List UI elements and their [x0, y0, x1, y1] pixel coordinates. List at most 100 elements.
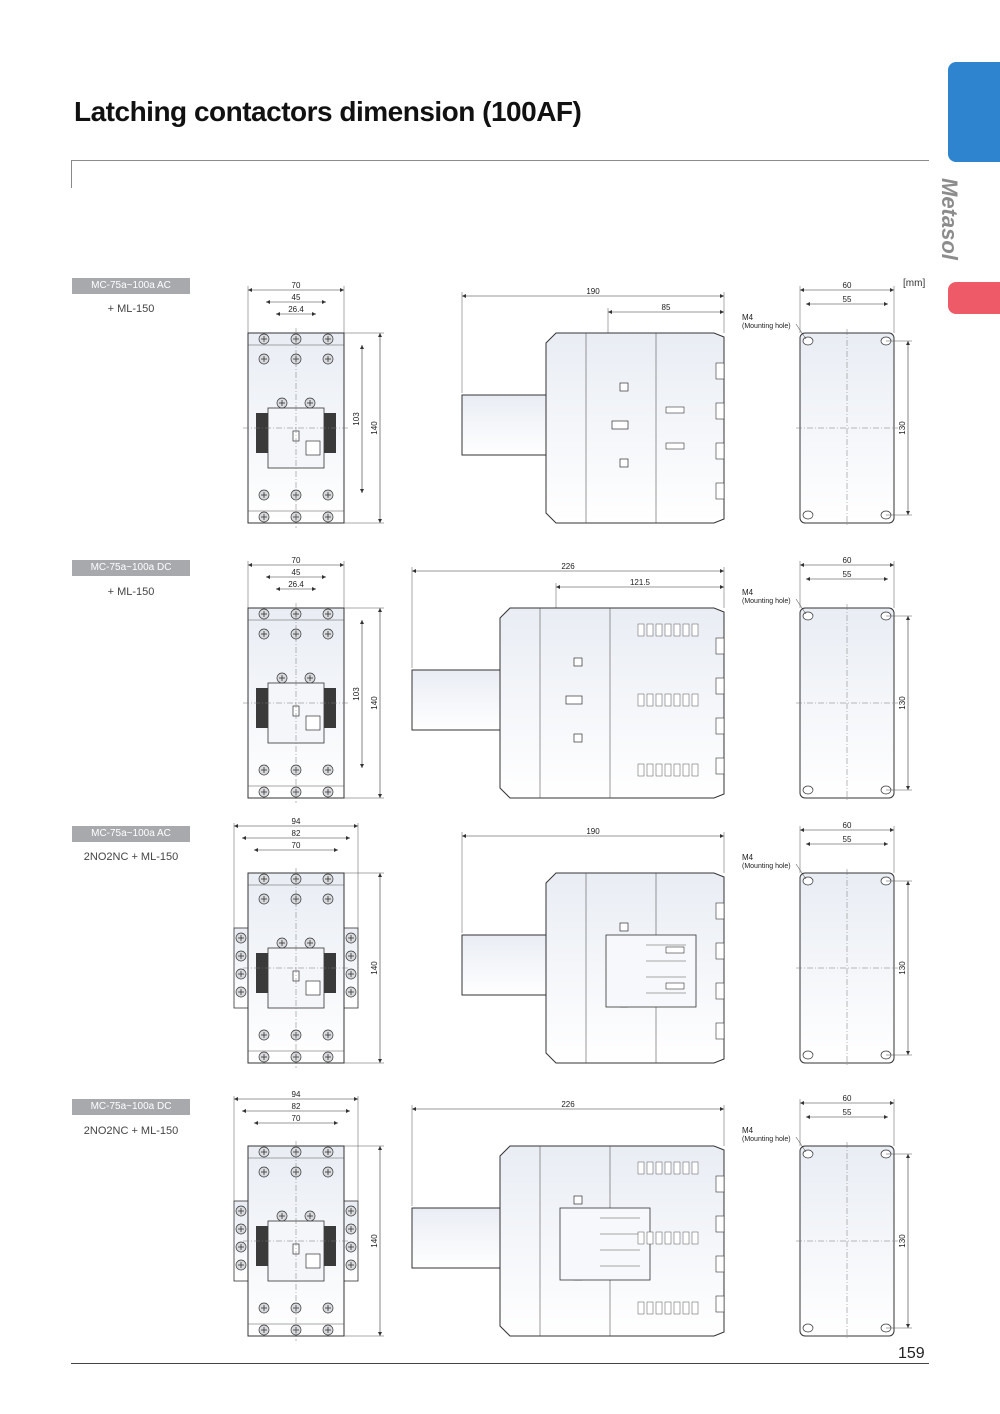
vent-0-4 — [673, 623, 681, 637]
side-view: 190 — [461, 827, 725, 1064]
front-height-outer-label: 140 — [370, 421, 379, 435]
side-length-arrow-left — [462, 834, 466, 838]
latch-handle — [411, 669, 505, 731]
vent-1-1 — [646, 1231, 654, 1245]
vent-0-4 — [673, 1161, 681, 1175]
mount-hole-note: (Mounting hole) — [742, 1136, 791, 1143]
model-subtitle-1: + ML-150 — [107, 303, 155, 315]
side-slot-1 — [665, 406, 685, 414]
front-width-outer-arrow-right — [354, 1097, 358, 1101]
side-notch-3 — [715, 1295, 725, 1313]
mount-hole-spacing-arrow-left — [806, 842, 810, 846]
side-notch-3 — [715, 757, 725, 775]
mount-hole-label: M4 — [742, 1126, 754, 1135]
side-notch-0 — [715, 1175, 725, 1193]
side-length-label: 226 — [561, 562, 575, 571]
side-slot-2 — [665, 982, 685, 990]
front-width-outer-label: 70 — [292, 556, 301, 565]
mount-height-label: 130 — [898, 1234, 907, 1248]
mount-hole-label: M4 — [742, 853, 754, 862]
front-width-outer-arrow-right — [340, 563, 344, 567]
vent-2-6 — [691, 1301, 699, 1315]
mount-height-arrow-bottom — [906, 511, 910, 515]
front-width-inner-arrow-right — [312, 312, 316, 316]
front-width-mid-arrow-right — [346, 836, 350, 840]
side-length-arrow-right — [720, 1107, 724, 1111]
front-width-inner-label: 70 — [292, 841, 301, 850]
front-height-outer-arrow-top — [378, 333, 382, 337]
coil-right — [324, 1226, 336, 1266]
side-window-3 — [573, 733, 583, 743]
front-width-inner-arrow-right — [334, 848, 338, 852]
model-badge-4: MC-75a~100a DC — [72, 1099, 190, 1115]
mount-width-label: 60 — [843, 281, 852, 290]
mount-height-arrow-bottom — [906, 786, 910, 790]
section-tab-blue[interactable] — [948, 62, 1000, 162]
front-width-inner-arrow-right — [312, 587, 316, 591]
side-window-1 — [619, 922, 629, 932]
front-height-outer-label: 140 — [370, 1234, 379, 1248]
vent-1-6 — [691, 1231, 699, 1245]
vent-2-5 — [682, 763, 690, 777]
latch-button — [305, 980, 321, 996]
vent-0-6 — [691, 1161, 699, 1175]
model-subtitle-3: 2NO2NC + ML-150 — [83, 851, 179, 863]
mounting-hole-2 — [802, 1050, 814, 1060]
front-width-inner-arrow-right — [334, 1121, 338, 1125]
front-height-inner-arrow-bottom — [360, 764, 364, 768]
side-length-arrow-right — [720, 834, 724, 838]
mounting-hole-0 — [802, 1149, 814, 1159]
front-height-outer-arrow-bottom — [378, 1059, 382, 1063]
vent-0-0 — [637, 1161, 645, 1175]
side-partial-arrow-right — [720, 585, 724, 589]
front-height-outer-arrow-bottom — [378, 1332, 382, 1336]
front-width-outer-label: 94 — [292, 1091, 301, 1099]
mount-height-arrow-bottom — [906, 1324, 910, 1328]
vent-0-1 — [646, 1161, 654, 1175]
side-slot-2 — [665, 442, 685, 450]
front-height-inner-label: 103 — [352, 412, 361, 426]
side-notch-3 — [715, 1022, 725, 1040]
side-window-2 — [565, 695, 583, 705]
front-width-mid-label: 82 — [292, 829, 301, 838]
mounting-hole-2 — [802, 785, 814, 795]
mount-width-arrow-left — [800, 288, 804, 292]
front-width-inner-arrow-left — [276, 587, 280, 591]
front-height-outer-arrow-top — [378, 873, 382, 877]
side-partial-label: 85 — [662, 303, 671, 312]
front-height-inner-arrow-bottom — [360, 489, 364, 493]
vent-1-2 — [655, 693, 663, 707]
latch-handle — [461, 934, 551, 996]
mount-width-label: 60 — [843, 1094, 852, 1103]
mount-height-label: 130 — [898, 696, 907, 710]
title-divider — [71, 160, 929, 161]
vent-1-5 — [682, 693, 690, 707]
side-window-3 — [619, 458, 629, 468]
section-tab-red[interactable] — [948, 282, 1000, 314]
mount-leader — [795, 863, 807, 880]
mount-height-label: 130 — [898, 961, 907, 975]
side-view: 226 — [411, 1100, 725, 1337]
front-width-mid-arrow-left — [266, 575, 270, 579]
coil-right — [324, 953, 336, 993]
mount-width-label: 60 — [843, 821, 852, 830]
side-notch-0 — [715, 637, 725, 655]
vent-1-1 — [646, 693, 654, 707]
vent-1-6 — [691, 693, 699, 707]
side-notch-2 — [715, 982, 725, 1000]
vent-2-1 — [646, 1301, 654, 1315]
side-body — [545, 332, 725, 524]
mount-height-arrow-top — [906, 341, 910, 345]
front-width-mid-label: 82 — [292, 1102, 301, 1111]
latch-button — [305, 1253, 321, 1269]
coil-left — [256, 953, 268, 993]
front-height-outer-label: 140 — [370, 696, 379, 710]
coil-right — [324, 688, 336, 728]
